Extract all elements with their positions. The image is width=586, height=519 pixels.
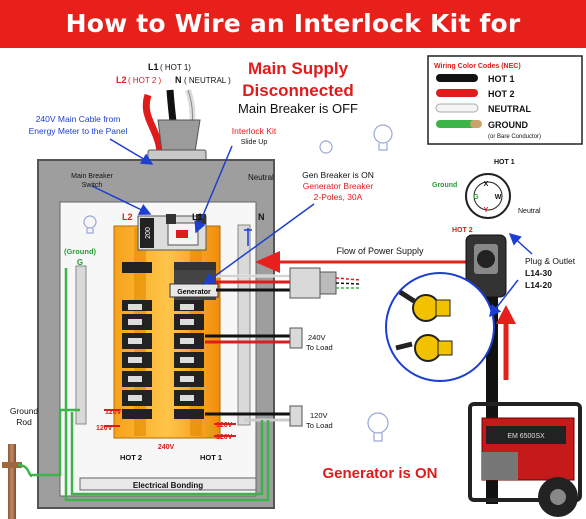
cable-l1-tag: ( HOT 1) bbox=[160, 63, 191, 72]
ground-rod-line2: Rod bbox=[16, 417, 32, 427]
volt-120-a: 120V bbox=[105, 409, 122, 416]
supply-line3: Main Breaker is OFF bbox=[238, 101, 358, 116]
gen-breaker-line1: Gen Breaker is ON bbox=[302, 170, 374, 180]
volt-120-b: 120V bbox=[96, 425, 113, 432]
gen-breaker-line3: 2-Poles, 30A bbox=[314, 192, 363, 202]
outlet-w: W bbox=[495, 194, 502, 201]
legend-box bbox=[427, 55, 583, 145]
cable-l1: L1 bbox=[148, 62, 159, 72]
gen-breaker-line2: Generator Breaker bbox=[303, 181, 374, 191]
main-breaker-label2: Switch bbox=[82, 182, 103, 189]
legend-item-neutral: NEUTRAL bbox=[488, 104, 531, 114]
panel-wires bbox=[104, 274, 290, 437]
outlet-hot1: HOT 1 bbox=[494, 159, 515, 166]
legend-item-hot2: HOT 2 bbox=[488, 89, 515, 99]
plug-outlet-line1: Plug & Outlet bbox=[525, 256, 576, 266]
generator-breaker-label: Generator bbox=[177, 289, 211, 296]
outlet-hot2: HOT 2 bbox=[452, 227, 473, 234]
panel-l2: L2 bbox=[122, 212, 133, 222]
plug-outlet-line2: L14-30 bbox=[525, 268, 552, 278]
conduit-connectors bbox=[289, 267, 337, 427]
outlet-ground: Ground bbox=[432, 182, 457, 189]
legend-item-ground: GROUND bbox=[488, 120, 528, 130]
main-breaker-label1: Main Breaker bbox=[71, 173, 113, 180]
ground-rod bbox=[8, 444, 16, 519]
breaker-rows bbox=[122, 262, 216, 419]
annotation-pointers bbox=[91, 138, 533, 318]
page-title: How to Wire an Interlock Kit for Generat… bbox=[0, 0, 586, 86]
legend-swatch-ground bbox=[436, 120, 478, 128]
legend-title: Wiring Color Codes (NEC) bbox=[434, 63, 521, 70]
legend-swatch-hot1 bbox=[436, 74, 478, 82]
supply-line2: Disconnected bbox=[242, 81, 353, 100]
bonding-bar bbox=[79, 477, 257, 491]
load240-line2: To Load bbox=[306, 343, 333, 352]
outlet-face bbox=[465, 173, 511, 219]
volt-120-d: 120V bbox=[216, 434, 233, 441]
load120-line1: 120V bbox=[310, 411, 328, 420]
load120-line2: To Load bbox=[306, 421, 333, 430]
panel-g: G bbox=[77, 258, 83, 267]
interlock-sub: Slide Up bbox=[241, 139, 268, 146]
panel-l1: L1 bbox=[192, 212, 203, 222]
panel-hot2: HOT 2 bbox=[120, 453, 142, 462]
outlet-neutral: Neutral bbox=[518, 208, 541, 215]
outlet-g: G bbox=[473, 194, 479, 201]
cable-l2-tag: ( HOT 2 ) bbox=[128, 76, 162, 85]
cable-n: N bbox=[175, 75, 182, 85]
ground-wires bbox=[30, 268, 270, 502]
supply-line1: Main Supply bbox=[248, 59, 349, 78]
legend-note: (or Bare Conductor) bbox=[488, 134, 541, 140]
ground-bar bbox=[75, 265, 87, 425]
lightbulb-icon bbox=[83, 124, 393, 442]
legend-item-hot1: HOT 1 bbox=[488, 74, 515, 84]
volt-120-c: 120V bbox=[216, 422, 233, 429]
generator-flow-arrow bbox=[496, 305, 516, 324]
generator-illustration bbox=[468, 402, 582, 517]
panel-hot1: HOT 1 bbox=[200, 453, 222, 462]
ground-rod-line1: Ground bbox=[10, 406, 39, 416]
plug-outlet-line3: L14-20 bbox=[525, 280, 552, 290]
power-flow-arrow bbox=[255, 251, 280, 273]
generator-on-label: Generator is ON bbox=[322, 465, 437, 482]
bonding-label: Electrical Bonding bbox=[133, 481, 203, 490]
cable-n-tag: ( NEUTRAL ) bbox=[184, 76, 231, 85]
cable-l2: L2 bbox=[116, 75, 127, 85]
cable-note1: 240V Main Cable from bbox=[36, 114, 121, 124]
panel-neutral: Neutral bbox=[248, 173, 274, 182]
generator-lead-wires bbox=[335, 277, 361, 289]
outlet-x: X bbox=[484, 181, 489, 188]
legend-swatch-neutral bbox=[435, 103, 479, 113]
flow-label: Flow of Power Supply bbox=[336, 246, 424, 256]
main-breaker-rating: 200 bbox=[145, 227, 152, 239]
cable-note2: Energy Meter to the Panel bbox=[29, 126, 128, 136]
volt-240: 240V bbox=[158, 444, 175, 451]
legend-swatch-hot2 bbox=[436, 89, 478, 97]
interlock-label: Interlock Kit bbox=[232, 126, 277, 136]
panel-ground: (Ground) bbox=[64, 247, 97, 256]
panel-n: N bbox=[258, 212, 265, 222]
load240-line1: 240V bbox=[308, 333, 326, 342]
outlet-y: Y bbox=[484, 207, 489, 214]
generator-model: EM 6500SX bbox=[507, 433, 545, 440]
